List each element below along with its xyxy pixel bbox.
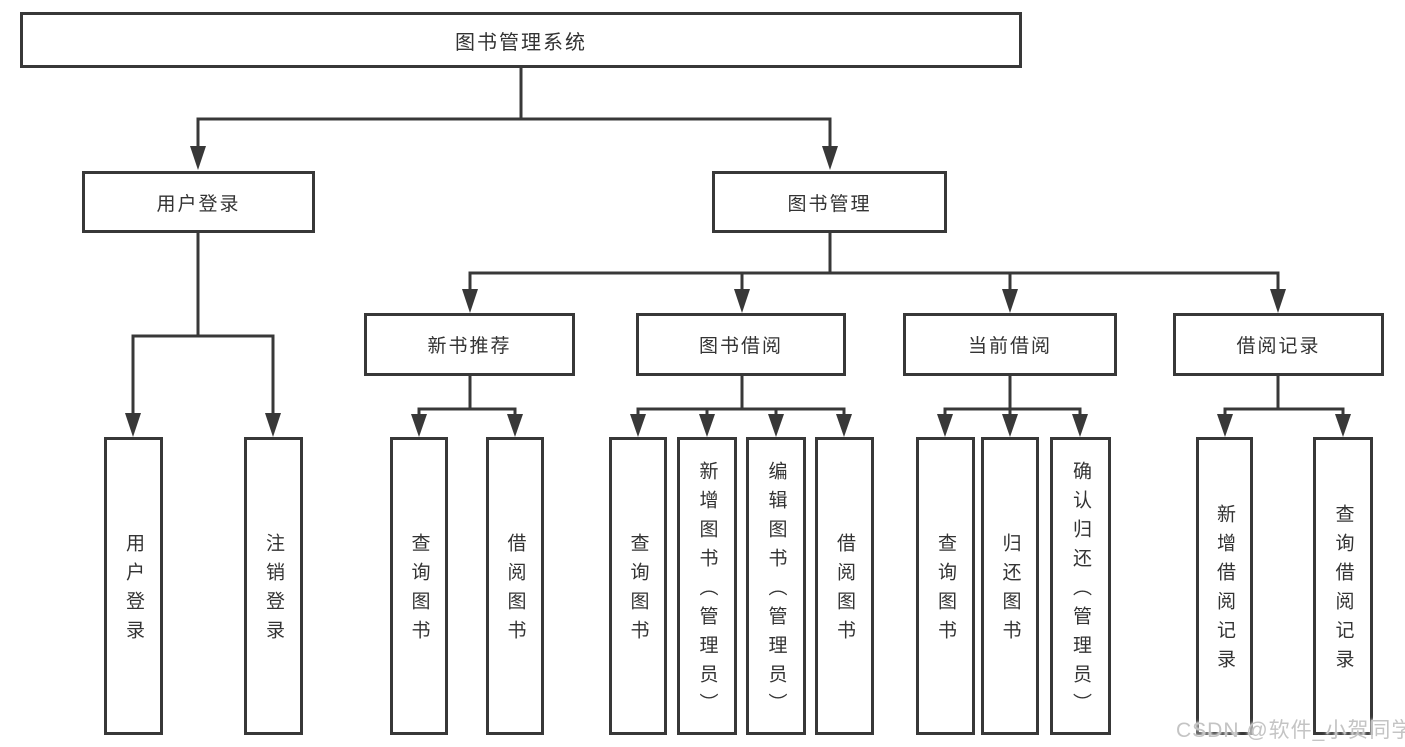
node-current-borrowing: 当前借阅 (903, 313, 1117, 376)
node-label: 图书管理系统 (455, 31, 587, 54)
node-label: 用户登录 (123, 533, 144, 649)
node-cb-query-books: 查询图书 (916, 437, 975, 735)
node-cb-confirm-return-admin: 确认归还（管理员） (1050, 437, 1111, 735)
node-nbr-borrow-books: 借阅图书 (486, 437, 544, 735)
node-book-borrowing: 图书借阅 (636, 313, 846, 376)
node-label: 借阅图书 (834, 533, 855, 649)
arrowhead-icons (125, 146, 1351, 437)
node-label: 图书借阅 (698, 336, 783, 357)
node-label: 归还图书 (999, 533, 1021, 649)
node-br-query-record: 查询借阅记录 (1313, 437, 1373, 735)
node-label: 查询图书 (627, 533, 649, 649)
node-bb-edit-books-admin: 编辑图书（管理员） (746, 437, 806, 735)
node-bb-add-books-admin: 新增图书（管理员） (677, 437, 737, 735)
node-library-system: 图书管理系统 (20, 12, 1022, 68)
node-book-management: 图书管理 (712, 171, 947, 233)
node-label: 查询图书 (408, 533, 430, 649)
node-label: 借阅图书 (504, 533, 526, 649)
node-logout-action: 注销登录 (244, 437, 303, 735)
node-new-book-recommend: 新书推荐 (364, 313, 575, 376)
node-label: 注销登录 (263, 533, 284, 649)
node-label: 新书推荐 (427, 336, 512, 357)
node-label: 编辑图书（管理员） (765, 460, 787, 722)
node-user-login-action: 用户登录 (104, 437, 163, 735)
node-label: 借阅记录 (1236, 336, 1321, 357)
node-bb-query-books: 查询图书 (609, 437, 667, 735)
node-br-add-record: 新增借阅记录 (1196, 437, 1253, 735)
node-user-login: 用户登录 (82, 171, 315, 233)
node-bb-borrow-books: 借阅图书 (815, 437, 874, 735)
node-label: 当前借阅 (967, 336, 1052, 357)
node-label: 新增图书（管理员） (696, 460, 718, 722)
node-label: 图书管理 (787, 193, 872, 215)
node-label: 新增借阅记录 (1214, 504, 1235, 678)
node-nbr-query-books: 查询图书 (390, 437, 448, 735)
csdn-watermark: CSDN @软件_小贺同学 (1176, 719, 1405, 742)
node-borrowing-records: 借阅记录 (1173, 313, 1384, 376)
node-cb-return-books: 归还图书 (981, 437, 1039, 735)
node-label: 查询图书 (935, 533, 956, 649)
node-label: 确认归还（管理员） (1070, 460, 1091, 722)
node-label: 用户登录 (156, 193, 241, 215)
node-label: 查询借阅记录 (1332, 504, 1354, 678)
